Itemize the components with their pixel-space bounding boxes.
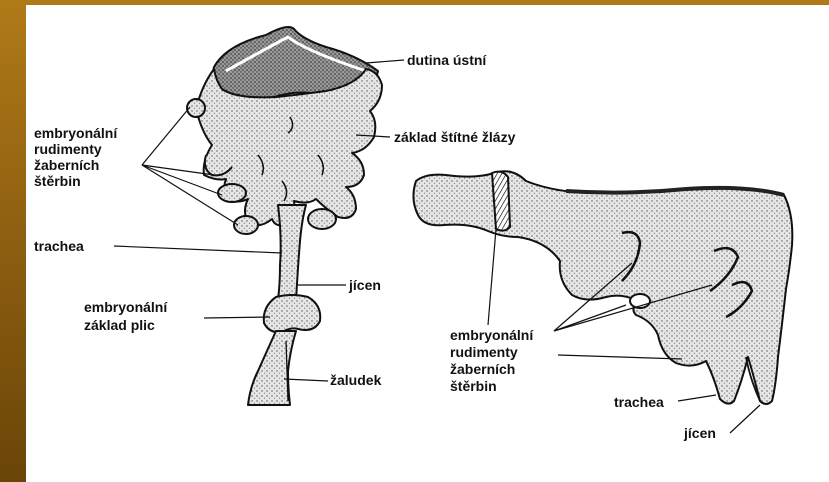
label-thyroid-base: základ štítné žlázy xyxy=(394,129,515,146)
label-gill-slits-right-1: embryonální xyxy=(450,327,533,344)
label-stomach: žaludek xyxy=(330,372,381,389)
label-trachea-right: trachea xyxy=(614,394,664,411)
trachea-tube xyxy=(278,205,306,301)
label-esophagus-left: jícen xyxy=(349,277,381,294)
stomach-shape xyxy=(248,331,296,405)
thyroid-strip xyxy=(492,172,510,231)
diagram-panel: dutina ústní základ štítné žlázy embryon… xyxy=(26,5,829,482)
label-lung-base-1: embryonální xyxy=(84,299,167,316)
label-gill-slits-right-2: rudimenty xyxy=(450,344,518,361)
label-gill-slits-right-3: žaberních xyxy=(450,361,515,378)
label-gill-slits-left-4: štěrbin xyxy=(34,173,81,190)
label-gill-slits-left-1: embryonální xyxy=(34,125,117,142)
label-lung-base-2: základ plic xyxy=(84,317,155,334)
label-esophagus-right: jícen xyxy=(684,425,716,442)
left-figure xyxy=(187,27,382,405)
label-gill-slits-right-4: štěrbin xyxy=(450,378,497,395)
label-gill-slits-left-2: rudimenty xyxy=(34,141,102,158)
label-trachea-left: trachea xyxy=(34,238,84,255)
label-gill-slits-left-3: žaberních xyxy=(34,157,99,174)
lung-bud xyxy=(264,295,321,332)
label-mouth-cavity: dutina ústní xyxy=(407,52,486,69)
pharynx-illustration xyxy=(26,5,829,482)
